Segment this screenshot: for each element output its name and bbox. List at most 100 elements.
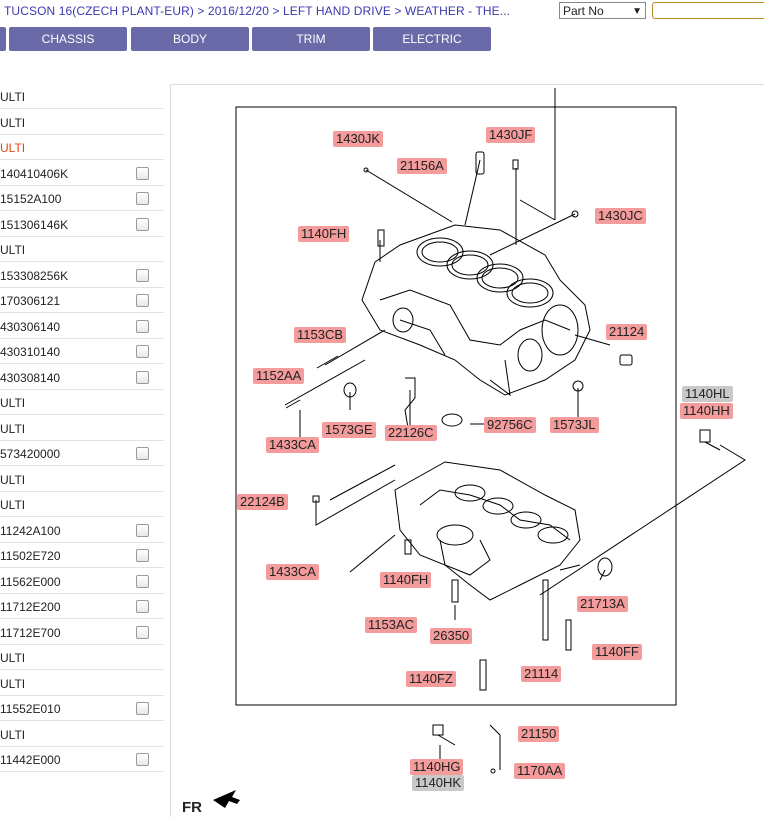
parts-list-row[interactable]: 11712E200 <box>0 594 164 619</box>
part-number: 140410406K <box>0 166 69 181</box>
parts-list-row[interactable]: 430310140 <box>0 339 164 364</box>
part-callout[interactable]: 1433CA <box>266 437 319 453</box>
parts-list-row[interactable]: ULTI <box>0 110 164 135</box>
part-number: 430306140 <box>0 319 61 334</box>
parts-list-row[interactable]: 170306121 <box>0 288 164 313</box>
part-number: 11562E000 <box>0 574 61 589</box>
part-number: ULTI <box>0 90 26 104</box>
tab-engine[interactable] <box>0 27 6 51</box>
part-callout[interactable]: 1153AC <box>365 617 418 633</box>
part-callout[interactable]: 1430JF <box>486 127 536 143</box>
part-callout[interactable]: 1140HK <box>412 775 465 791</box>
part-callout[interactable]: 22126C <box>385 425 437 441</box>
select-checkbox[interactable] <box>136 447 149 460</box>
select-checkbox[interactable] <box>136 192 149 205</box>
select-checkbox[interactable] <box>136 217 149 231</box>
tab-body[interactable]: BODY <box>131 27 249 51</box>
part-callout[interactable]: 1140HL <box>682 386 733 402</box>
part-number: ULTI <box>0 396 26 410</box>
part-callout[interactable]: 1140FZ <box>406 671 456 687</box>
part-callout[interactable]: 1152AA <box>253 368 305 384</box>
parts-list-row[interactable]: 11502E720 <box>0 543 164 568</box>
parts-list-row[interactable]: ULTI <box>0 237 164 262</box>
part-callout[interactable]: 1573JL <box>550 417 599 433</box>
part-number: ULTI <box>0 115 26 130</box>
part-callout[interactable]: 1430JC <box>595 208 646 224</box>
part-callout[interactable]: 1140HG <box>410 759 464 775</box>
select-checkbox[interactable] <box>136 319 149 333</box>
select-checkbox[interactable] <box>136 625 149 639</box>
part-callout[interactable]: 92756C <box>484 417 536 433</box>
select-checkbox[interactable] <box>136 370 149 384</box>
parts-list: ULTI ULTI ULTI 140410406K 15152A100 151306146… <box>0 84 171 817</box>
parts-list-row[interactable]: 430306140 <box>0 314 164 339</box>
part-number: 11502E720 <box>0 549 61 563</box>
select-checkbox[interactable] <box>136 294 149 307</box>
part-number: 11712E200 <box>0 600 61 614</box>
parts-list-row[interactable]: 573420000 <box>0 441 164 466</box>
part-callout[interactable]: 1140FH <box>380 572 432 588</box>
part-callout[interactable]: 1430JK <box>333 131 384 147</box>
parts-list-row[interactable]: ULTI <box>0 135 164 160</box>
exploded-parts-diagram: 1430JK 1430JF 21156A 1430JC 1140FH 21124 1153C… <box>171 85 764 817</box>
tab-chassis[interactable]: CHASSIS <box>9 27 127 51</box>
part-callout[interactable]: 21124 <box>606 324 648 340</box>
parts-list-row[interactable]: 11552E010 <box>0 696 164 721</box>
search-type-select[interactable]: Part No ▼ <box>559 2 646 19</box>
tab-electric[interactable]: ELECTRIC <box>373 27 491 51</box>
parts-list-row[interactable]: 15152A100 <box>0 186 164 211</box>
parts-list-row[interactable]: 153308256K <box>0 263 164 288</box>
select-checkbox[interactable] <box>136 166 149 180</box>
part-number: ULTI <box>0 472 26 487</box>
breadcrumb[interactable]: TUCSON 16(CZECH PLANT-EUR) > 2016/12/20 … <box>4 4 511 18</box>
part-callout[interactable]: 1140FF <box>592 644 642 660</box>
part-number: ULTI <box>0 676 26 691</box>
search-type-value: Part No <box>563 4 604 18</box>
parts-list-row[interactable]: ULTI <box>0 645 164 670</box>
part-number: 11552E010 <box>0 702 61 716</box>
dropdown-arrow-icon: ▼ <box>632 6 642 17</box>
part-callout[interactable]: 21713A <box>577 596 628 612</box>
select-checkbox[interactable] <box>136 268 149 282</box>
part-number: 11242A100 <box>0 523 61 538</box>
divider <box>170 84 764 85</box>
parts-list-row[interactable]: 151306146K <box>0 212 164 237</box>
tab-trim[interactable]: TRIM <box>252 27 370 51</box>
parts-list-row[interactable]: ULTI <box>0 84 164 109</box>
part-callout[interactable]: 22124B <box>237 494 288 510</box>
select-checkbox[interactable] <box>136 702 149 715</box>
parts-list-row[interactable]: 11712E700 <box>0 620 164 645</box>
parts-list-row[interactable]: ULTI <box>0 492 164 517</box>
search-input[interactable] <box>652 2 764 19</box>
part-number: ULTI <box>0 243 26 257</box>
direction-label: FR <box>182 799 202 816</box>
select-checkbox[interactable] <box>136 549 149 562</box>
select-checkbox[interactable] <box>136 345 149 358</box>
parts-list-row[interactable]: ULTI <box>0 722 164 747</box>
parts-list-row[interactable]: 430308140 <box>0 365 164 390</box>
select-checkbox[interactable] <box>136 523 149 537</box>
part-callout[interactable]: 1153CB <box>294 327 347 343</box>
select-checkbox[interactable] <box>136 600 149 613</box>
part-callout[interactable]: 21150 <box>518 726 560 742</box>
part-callout[interactable]: 1433CA <box>266 564 319 580</box>
parts-list-row[interactable]: ULTI <box>0 390 164 415</box>
parts-list-row[interactable]: 11442E000 <box>0 747 164 772</box>
parts-list-row[interactable]: 140410406K <box>0 161 164 186</box>
parts-list-row[interactable]: 11242A100 <box>0 518 164 543</box>
parts-list-row[interactable]: 11562E000 <box>0 569 164 594</box>
part-callout[interactable]: 21156A <box>397 158 447 174</box>
parts-list-row[interactable]: ULTI <box>0 416 164 441</box>
parts-list-row[interactable]: ULTI <box>0 671 164 696</box>
part-number: 151306146K <box>0 217 69 232</box>
top-bar: TUCSON 16(CZECH PLANT-EUR) > 2016/12/20 … <box>0 0 764 24</box>
part-callout[interactable]: 1140HH <box>680 403 733 419</box>
part-callout[interactable]: 1170AA <box>514 763 566 779</box>
part-callout[interactable]: 26350 <box>430 628 473 644</box>
part-callout[interactable]: 21114 <box>521 666 562 682</box>
select-checkbox[interactable] <box>136 574 149 588</box>
select-checkbox[interactable] <box>136 753 149 766</box>
part-callout[interactable]: 1140FH <box>298 226 350 242</box>
part-callout[interactable]: 1573GE <box>322 422 376 438</box>
parts-list-row[interactable]: ULTI <box>0 467 164 492</box>
